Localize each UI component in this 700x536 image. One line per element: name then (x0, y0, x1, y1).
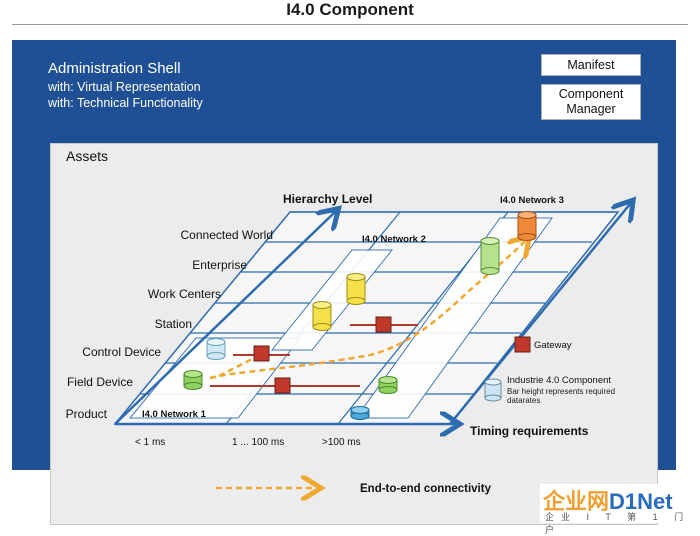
timing-tick-1-100ms: 1 ... 100 ms (232, 437, 284, 448)
connectivity-path-branch (214, 353, 261, 380)
watermark-part-1: 企业网 (543, 489, 610, 514)
timing-axis-label: Timing requirements (470, 424, 589, 438)
right-axis-arrow (449, 204, 630, 425)
level-control-device: Control Device (82, 345, 161, 359)
gateway-icon-3 (274, 377, 291, 394)
shell-title: Administration Shell (48, 60, 181, 77)
component-cylinder-field-green (183, 370, 203, 390)
network-2-label: I4.0 Network 2 (362, 234, 426, 245)
level-station: Station (155, 317, 192, 331)
legend-component-label: Industrie 4.0 Component (507, 375, 611, 386)
timing-tick-under-1ms: < 1 ms (135, 437, 165, 448)
gateway-icon-1 (253, 345, 270, 362)
legend-gateway-icon (514, 336, 531, 353)
legend-component-note-2: datarates (507, 396, 540, 405)
network-1-label: I4.0 Network 1 (142, 409, 207, 420)
assets-label: Assets (66, 148, 109, 164)
component-cylinder-station-yellow (312, 301, 332, 331)
level-work-centers: Work Centers (148, 287, 221, 301)
legend-component-note-1: Bar height represents required (507, 387, 615, 396)
hierarchy-axis-label: Hierarchy Level (283, 192, 372, 206)
network-3-label: I4.0 Network 3 (500, 195, 564, 206)
hierarchy-axis-arrow (114, 212, 335, 425)
diagram-title: I4.0 Component (286, 0, 414, 19)
watermark-logo: 企业网D1Net (543, 484, 673, 516)
legend-gateway-label: Gateway (534, 340, 572, 351)
component-cylinder-enterprise-green (480, 237, 500, 275)
component-cylinder-connected-orange (517, 211, 537, 241)
component-cylinder-control (206, 338, 226, 360)
watermark-part-2: D1Net (609, 489, 673, 514)
component-manager-label-1: Component (558, 87, 624, 101)
component-cylinder-workcenter-yellow (346, 273, 366, 305)
title-divider (12, 24, 688, 25)
legend-component-icon (484, 378, 502, 402)
manifest-box: Manifest (541, 54, 641, 76)
timing-tick-over-100ms: >100 ms (322, 437, 361, 448)
component-cylinder-product-blue (350, 406, 370, 420)
level-field-device: Field Device (67, 375, 133, 389)
level-enterprise: Enterprise (192, 258, 247, 272)
manifest-label: Manifest (567, 58, 615, 72)
watermark-background (540, 484, 700, 523)
watermark-subtitle: 企业 I T 第 1 门户 (545, 512, 691, 535)
hierarchy-diagram: Hierarchy Level Timing requirements Conn… (66, 192, 700, 523)
component-cylinder-field-green-2 (378, 376, 398, 394)
legend-connectivity-label: End-to-end connectivity (360, 483, 492, 495)
component-manager-label-2: Manager (566, 102, 616, 116)
component-manager-box: Component Manager (541, 84, 641, 120)
shell-technical-functionality: with: Technical Functionality (48, 96, 203, 110)
shell-virtual-representation: with: Virtual Representation (48, 80, 201, 94)
gateway-icon-2 (375, 316, 392, 333)
network-3-band (355, 217, 553, 419)
level-product: Product (66, 407, 108, 421)
level-connected-world: Connected World (181, 228, 274, 242)
